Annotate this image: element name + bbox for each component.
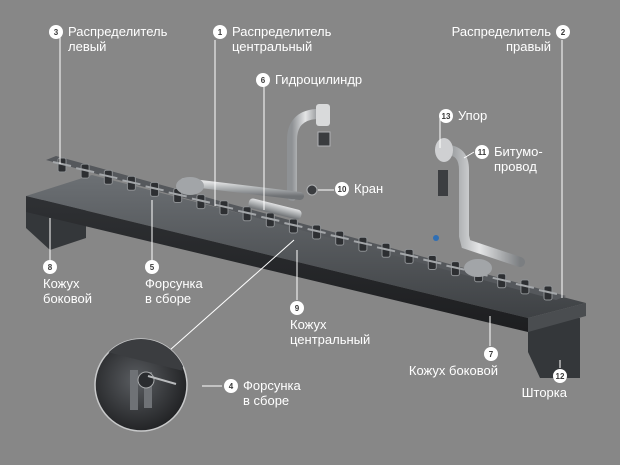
nozzle-assembly	[75, 163, 95, 179]
label-side-cover-right: 7 Кожух боковой	[380, 346, 498, 378]
nozzle-row	[52, 157, 558, 301]
valve	[306, 184, 318, 196]
callout-badge: 8	[43, 260, 57, 274]
nozzle-assembly	[99, 169, 118, 185]
nozzle-assembly	[191, 194, 211, 210]
nozzle-assembly	[538, 285, 558, 301]
callout-badge: 4	[224, 379, 238, 393]
nozzle-assembly	[122, 175, 141, 191]
callout-badge: 13	[439, 109, 453, 123]
nozzle-assembly	[376, 242, 396, 258]
nozzle-zoom-inset	[94, 338, 188, 432]
callout-badge: 1	[213, 25, 227, 39]
callout-badge: 7	[484, 347, 498, 361]
nozzle-assembly	[446, 261, 465, 277]
callout-badge: 12	[553, 369, 567, 383]
callout-badge: 3	[49, 25, 63, 39]
hydraulic-cylinder-pipe	[287, 109, 327, 201]
label-curtain: 12 Шторка	[505, 368, 567, 400]
nozzle-assembly	[284, 218, 303, 234]
nozzle-assembly	[237, 206, 257, 222]
stop-bracket	[435, 138, 453, 162]
nozzle-assembly	[214, 200, 234, 216]
callout-badge: 2	[556, 25, 570, 39]
callout-badge: 6	[256, 73, 270, 87]
callout-badge: 5	[145, 260, 159, 274]
nozzle-assembly	[399, 248, 419, 264]
label-bitumen-line: 11 Битумо-провод	[475, 144, 543, 174]
label-valve: 10 Кран	[335, 181, 383, 196]
nozzle-assembly	[307, 224, 326, 240]
nozzle-assembly	[353, 236, 373, 252]
hydraulic-cylinder-body	[248, 198, 302, 220]
nozzle-assembly	[330, 230, 349, 246]
callout-badge: 10	[335, 182, 349, 196]
nozzle-assembly	[492, 273, 511, 289]
label-hydraulic-cylinder: 6 Гидроцилиндр	[256, 72, 362, 87]
callout-badge: 9	[290, 301, 304, 315]
right-side-cover	[528, 318, 580, 378]
nozzle-assembly	[515, 279, 535, 295]
nozzle-assembly	[145, 181, 164, 197]
callout-badge: 11	[475, 145, 489, 159]
nozzle-assembly	[423, 255, 442, 270]
central-housing-top	[26, 175, 586, 318]
label-stop: 13 Упор	[439, 108, 487, 123]
